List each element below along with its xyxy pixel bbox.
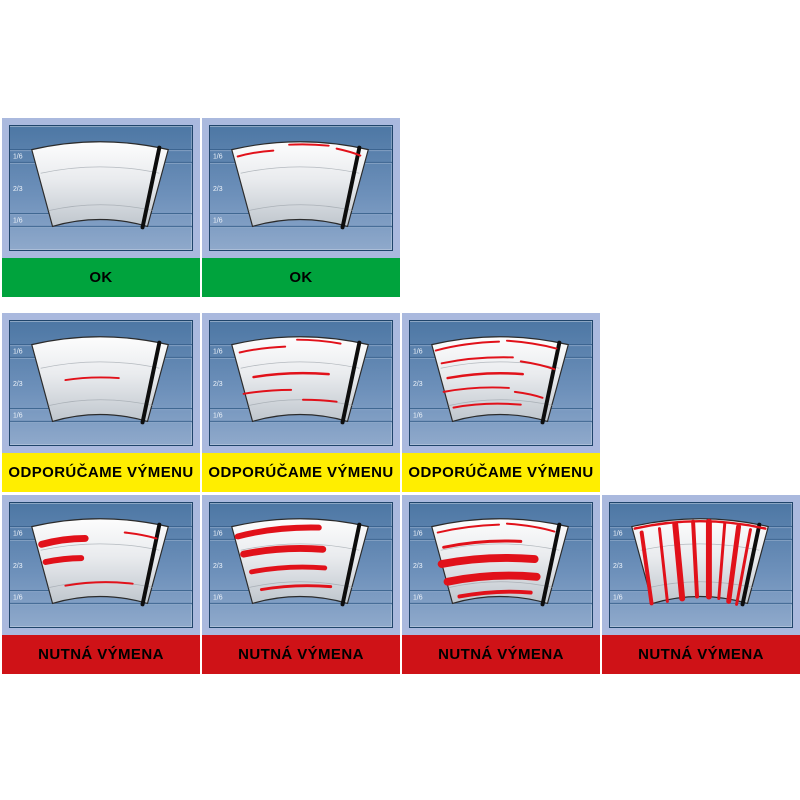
windshield-panel: 1/6 2/3 1/6: [9, 125, 193, 251]
wiper-cell-recommend-3: 1/6 2/3 1/6 ODPORÚČAME VÝMENU: [402, 313, 600, 492]
wiper-cell-recommend-1: 1/6 2/3 1/6 ODPORÚČAME VÝMENU: [2, 313, 200, 492]
panel-frame: 1/6 2/3 1/6: [202, 118, 400, 258]
zone-labels: 1/6 2/3 1/6: [13, 348, 23, 419]
zone-label-top: 1/6: [213, 153, 223, 160]
panel-frame: 1/6 2/3 1/6: [2, 313, 200, 453]
windshield-panel: 1/6 2/3 1/6: [409, 502, 593, 628]
zone-labels: 1/6 2/3 1/6: [613, 530, 623, 601]
wear-streaks: [436, 522, 556, 599]
wear-streaks: [38, 531, 158, 587]
panel-frame: 1/6 2/3 1/6: [202, 313, 400, 453]
windshield-panel: 1/6 2/3 1/6: [9, 320, 193, 446]
zone-label-bottom: 1/6: [213, 412, 223, 419]
windshield-base: [10, 139, 192, 230]
wiper-cell-required-4: 1/6 2/3 1/6 NUTNÁ VÝMENA: [602, 495, 800, 674]
wiper-cell-recommend-2: 1/6 2/3 1/6 ODPORÚČAME VÝMENU: [202, 313, 400, 492]
wiper-cell-required-2: 1/6 2/3 1/6 NUTNÁ VÝMENA: [202, 495, 400, 674]
windshield-illustration: 1/6 2/3 1/6: [10, 334, 192, 425]
windshield-illustration: 1/6 2/3 1/6: [210, 334, 392, 425]
windshield-illustration: 1/6 2/3 1/6: [410, 334, 592, 425]
row-recommend: 1/6 2/3 1/6 ODPORÚČAME VÝMENU: [2, 313, 600, 492]
status-band-ok: OK: [2, 258, 200, 297]
windshield-panel: 1/6 2/3 1/6: [9, 502, 193, 628]
zone-labels: 1/6 2/3 1/6: [413, 348, 423, 419]
panel-frame: 1/6 2/3 1/6: [402, 313, 600, 453]
zone-label-top: 1/6: [213, 530, 223, 537]
windshield-panel: 1/6 2/3 1/6: [609, 502, 793, 628]
wear-streaks: [64, 376, 120, 382]
panel-frame: 1/6 2/3 1/6: [2, 495, 200, 635]
windshield-base: [10, 334, 192, 425]
windshield-base: [210, 139, 392, 230]
status-band-required: NUTNÁ VÝMENA: [202, 635, 400, 674]
windshield-illustration: 1/6 2/3 1/6: [410, 516, 592, 607]
windshield-base: [210, 516, 392, 607]
windshield-base: [610, 516, 792, 607]
zone-label-bottom: 1/6: [13, 594, 23, 601]
zone-label-top: 1/6: [13, 530, 23, 537]
zone-label-top: 1/6: [13, 348, 23, 355]
zone-label-bottom: 1/6: [413, 594, 423, 601]
zone-label-mid: 2/3: [13, 381, 23, 388]
status-band-required: NUTNÁ VÝMENA: [602, 635, 800, 674]
zone-label-mid: 2/3: [213, 563, 223, 570]
zone-labels: 1/6 2/3 1/6: [13, 153, 23, 224]
windshield-panel: 1/6 2/3 1/6: [209, 502, 393, 628]
zone-label-mid: 2/3: [413, 563, 423, 570]
zone-labels: 1/6 2/3 1/6: [213, 530, 223, 601]
panel-frame: 1/6 2/3 1/6: [402, 495, 600, 635]
zone-label-mid: 2/3: [613, 563, 623, 570]
zone-label-bottom: 1/6: [213, 594, 223, 601]
zone-label-bottom: 1/6: [413, 412, 423, 419]
zone-labels: 1/6 2/3 1/6: [213, 153, 223, 224]
panel-frame: 1/6 2/3 1/6: [2, 118, 200, 258]
status-band-recommend: ODPORÚČAME VÝMENU: [402, 453, 600, 492]
zone-label-bottom: 1/6: [13, 217, 23, 224]
panel-frame: 1/6 2/3 1/6: [202, 495, 400, 635]
wiper-cell-ok-1: 1/6 2/3 1/6 OK: [2, 118, 200, 297]
status-band-required: NUTNÁ VÝMENA: [2, 635, 200, 674]
status-band-recommend: ODPORÚČAME VÝMENU: [202, 453, 400, 492]
status-band-recommend: ODPORÚČAME VÝMENU: [2, 453, 200, 492]
windshield-illustration: 1/6 2/3 1/6: [10, 516, 192, 607]
wear-streaks: [236, 143, 362, 158]
wear-streaks: [633, 518, 767, 606]
zone-label-bottom: 1/6: [213, 217, 223, 224]
windshield-base: [10, 516, 192, 607]
windshield-panel: 1/6 2/3 1/6: [209, 125, 393, 251]
status-band-ok: OK: [202, 258, 400, 297]
zone-label-mid: 2/3: [13, 563, 23, 570]
windshield-panel: 1/6 2/3 1/6: [209, 320, 393, 446]
windshield-illustration: 1/6 2/3 1/6: [210, 139, 392, 230]
windshield-illustration: 1/6 2/3 1/6: [10, 139, 192, 230]
zone-label-top: 1/6: [213, 348, 223, 355]
zone-labels: 1/6 2/3 1/6: [413, 530, 423, 601]
wiper-cell-required-1: 1/6 2/3 1/6 NUTNÁ VÝMENA: [2, 495, 200, 674]
windshield-illustration: 1/6 2/3 1/6: [210, 516, 392, 607]
windshield-panel: 1/6 2/3 1/6: [409, 320, 593, 446]
zone-labels: 1/6 2/3 1/6: [213, 348, 223, 419]
row-required: 1/6 2/3 1/6 NUTNÁ VÝMENA: [2, 495, 800, 674]
wiper-cell-required-3: 1/6 2/3 1/6 NUTNÁ VÝMENA: [402, 495, 600, 674]
wiper-cell-ok-2: 1/6 2/3 1/6 OK: [202, 118, 400, 297]
windshield-base: [210, 334, 392, 425]
wear-streaks: [234, 524, 333, 592]
zone-label-top: 1/6: [613, 530, 623, 537]
status-band-required: NUTNÁ VÝMENA: [402, 635, 600, 674]
zone-labels: 1/6 2/3 1/6: [13, 530, 23, 601]
zone-label-mid: 2/3: [13, 186, 23, 193]
row-ok: 1/6 2/3 1/6 OK: [2, 118, 400, 297]
zone-label-mid: 2/3: [213, 381, 223, 388]
wear-streaks: [238, 338, 342, 403]
wear-streaks: [434, 339, 558, 409]
zone-label-bottom: 1/6: [13, 412, 23, 419]
zone-label-top: 1/6: [13, 153, 23, 160]
windshield-illustration: 1/6 2/3 1/6: [610, 516, 792, 607]
zone-label-top: 1/6: [413, 530, 423, 537]
zone-label-bottom: 1/6: [613, 594, 623, 601]
zone-label-top: 1/6: [413, 348, 423, 355]
zone-label-mid: 2/3: [413, 381, 423, 388]
panel-frame: 1/6 2/3 1/6: [602, 495, 800, 635]
zone-label-mid: 2/3: [213, 186, 223, 193]
